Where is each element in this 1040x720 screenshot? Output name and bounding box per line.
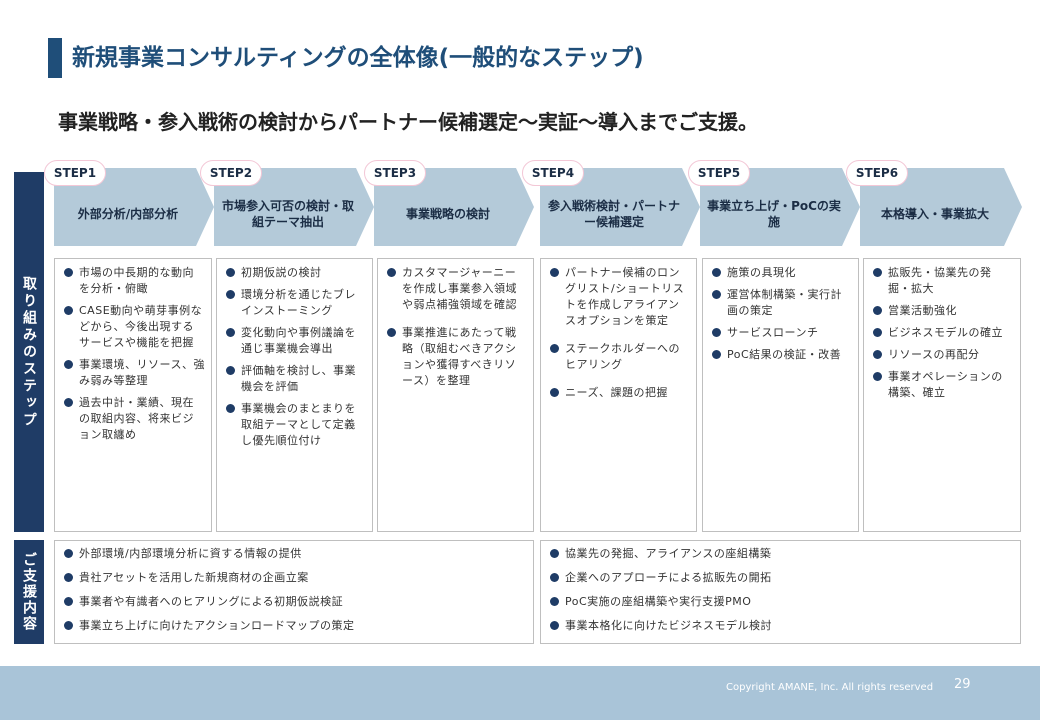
step1-column: 市場の中長期的な動向を分析・俯瞰 CASE動向や萌芽事例などから、今後出現するサ… — [54, 258, 212, 532]
list-item: 評価軸を検討し、事業機会を評価 — [225, 363, 366, 395]
step6-pill: STEP6 — [846, 160, 908, 186]
list-item: 事業本格化に向けたビジネスモデル検討 — [549, 618, 1012, 634]
title-accent-bar — [48, 38, 62, 78]
list-item: リソースの再配分 — [872, 347, 1014, 363]
list-item: 市場の中長期的な動向を分析・俯瞰 — [63, 265, 205, 297]
list-item: 事業者や有識者へのヒアリングによる初期仮説検証 — [63, 594, 525, 610]
list-item: 事業推進にあたって戦略（取組むべきアクションや獲得すべきリソース）を整理 — [386, 325, 527, 389]
list-item: 事業環境、リソース、強み弱み等整理 — [63, 357, 205, 389]
step4-pill: STEP4 — [522, 160, 584, 186]
step2-column: 初期仮説の検討 環境分析を通じたブレインストーミング 変化動向や事例議論を通じ事… — [216, 258, 373, 532]
side-label-support: ご支援内容 — [14, 540, 44, 644]
list-item: ニーズ、課題の把握 — [549, 385, 690, 401]
list-item: 営業活動強化 — [872, 303, 1014, 319]
step3-column: カスタマージャーニーを作成し事業参入領域や弱点補強領域を確認 事業推進にあたって… — [377, 258, 534, 532]
step4-label: 参入戦術検討・パートナー候補選定 — [547, 199, 680, 229]
step4-chevron: 参入戦術検討・パートナー候補選定 — [540, 168, 700, 246]
step3-chevron: 事業戦略の検討 — [374, 168, 534, 246]
list-item: 施策の具現化 — [711, 265, 852, 281]
step1-pill: STEP1 — [44, 160, 106, 186]
chevron-shape — [540, 168, 700, 246]
step4-column: パートナー候補のロングリスト/ショートリストを作成しアライアンスオプションを策定… — [540, 258, 697, 532]
step2-chevron: 市場参入可否の検討・取組テーマ抽出 — [214, 168, 374, 246]
chevron-shape — [860, 168, 1022, 246]
chevron-shape — [54, 168, 214, 246]
chevron-shape — [374, 168, 534, 246]
footer-band — [0, 666, 1040, 720]
step5-chevron: 事業立ち上げ・PoCの実施 — [700, 168, 860, 246]
list-item: 環境分析を通じたブレインストーミング — [225, 287, 366, 319]
step1-label: 外部分析/内部分析 — [77, 207, 179, 221]
copyright-text: Copyright AMANE, Inc. All rights reserve… — [726, 682, 934, 693]
list-item: ビジネスモデルの確立 — [872, 325, 1014, 341]
list-item: 事業機会のまとまりを取組テーマとして定義し優先順位付け — [225, 401, 366, 449]
step5-column: 施策の具現化 運営体制構築・実行計画の策定 サービスローンチ PoC結果の検証・… — [702, 258, 859, 532]
list-item: 協業先の発掘、アライアンスの座組構築 — [549, 546, 1012, 562]
list-item: 初期仮説の検討 — [225, 265, 366, 281]
step5-pill: STEP5 — [688, 160, 750, 186]
list-item: 事業立ち上げに向けたアクションロードマップの策定 — [63, 618, 525, 634]
list-item: ステークホルダーへのヒアリング — [549, 341, 690, 373]
list-item: 過去中計・業績、現在の取組内容、将来ビジョン取纏め — [63, 395, 205, 443]
page-title: 新規事業コンサルティングの全体像(一般的なステップ) — [72, 45, 644, 71]
step5-label: 事業立ち上げ・PoCの実施 — [707, 199, 841, 229]
step6-label: 本格導入・事業拡大 — [880, 207, 989, 221]
step3-pill: STEP3 — [364, 160, 426, 186]
chevron-shape — [700, 168, 860, 246]
list-item: 変化動向や事例議論を通じ事業機会導出 — [225, 325, 366, 357]
chevron-shape — [214, 168, 374, 246]
list-item: 企業へのアプローチによる拡販先の開拓 — [549, 570, 1012, 586]
step2-label: 市場参入可否の検討・取組テーマ抽出 — [221, 199, 354, 229]
list-item: サービスローンチ — [711, 325, 852, 341]
step6-chevron: 本格導入・事業拡大 — [860, 168, 1022, 246]
list-item: PoC実施の座組構築や実行支援PMO — [549, 594, 1012, 610]
list-item: パートナー候補のロングリスト/ショートリストを作成しアライアンスオプションを策定 — [549, 265, 690, 329]
list-item: 外部環境/内部環境分析に資する情報の提供 — [63, 546, 525, 562]
page-number: 29 — [954, 677, 971, 692]
list-item: カスタマージャーニーを作成し事業参入領域や弱点補強領域を確認 — [386, 265, 527, 313]
side-label-steps-text: 取り組みのステップ — [21, 275, 37, 429]
list-item: 事業オペレーションの構築、確立 — [872, 369, 1014, 401]
step1-chevron: 外部分析/内部分析 — [54, 168, 214, 246]
step2-pill: STEP2 — [200, 160, 262, 186]
list-item: 拡販先・協業先の発掘・拡大 — [872, 265, 1014, 297]
page-subtitle: 事業戦略・参入戦術の検討からパートナー候補選定～実証～導入までご支援。 — [58, 110, 758, 134]
side-label-support-text: ご支援内容 — [21, 552, 37, 632]
step6-column: 拡販先・協業先の発掘・拡大 営業活動強化 ビジネスモデルの確立 リソースの再配分… — [863, 258, 1021, 532]
list-item: CASE動向や萌芽事例などから、今後出現するサービスや機能を把握 — [63, 303, 205, 351]
list-item: PoC結果の検証・改善 — [711, 347, 852, 363]
support-left-box: 外部環境/内部環境分析に資する情報の提供 貴社アセットを活用した新規商材の企画立… — [54, 540, 534, 644]
step3-label: 事業戦略の検討 — [405, 207, 490, 221]
support-right-box: 協業先の発掘、アライアンスの座組構築 企業へのアプローチによる拡販先の開拓 Po… — [540, 540, 1021, 644]
list-item: 貴社アセットを活用した新規商材の企画立案 — [63, 570, 525, 586]
list-item: 運営体制構築・実行計画の策定 — [711, 287, 852, 319]
side-label-steps: 取り組みのステップ — [14, 172, 44, 532]
